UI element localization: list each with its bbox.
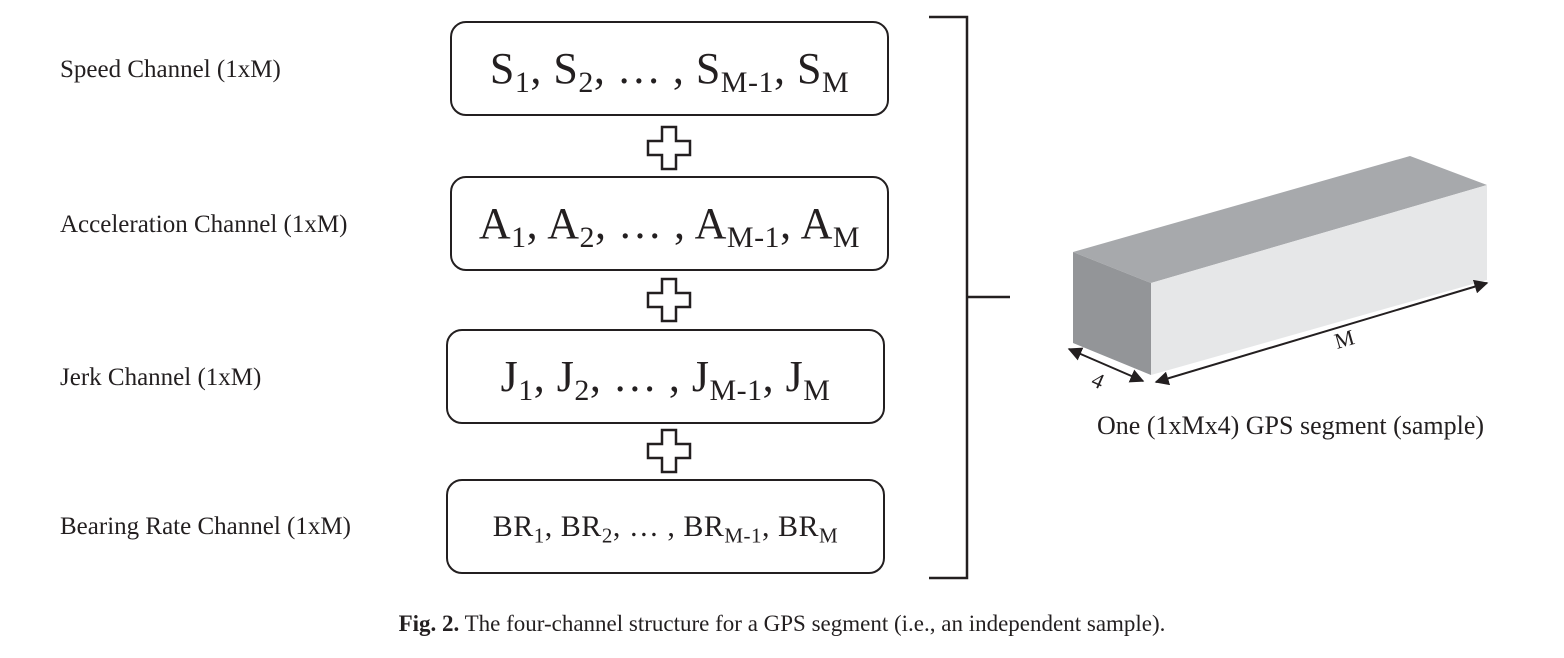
sequence-term: BR2 [560,509,613,547]
sequence-term: BR1 [492,509,545,547]
term-subscript: M [819,522,839,547]
acceleration-channel-box: A1, A2, … , AM-1, AM [450,176,889,271]
speed-sequence: S1, S2, … , SM-1, SM [489,44,850,99]
acceleration-channel-label: Acceleration Channel (1xM) [60,211,348,238]
term-subscript: 2 [579,221,596,254]
caption-text: The four-channel structure for a GPS seg… [459,611,1166,636]
sequence-term: SM [796,44,850,99]
term-subscript: M [821,66,850,99]
figure-caption: Fig. 2. The four-channel structure for a… [0,611,1564,637]
term-subscript: M-1 [720,66,774,99]
sample-label: One (1xMx4) GPS segment (sample) [1097,411,1485,440]
sequence-term: BRM [778,509,839,547]
term-subscript: M-1 [709,374,763,407]
ellipsis: … , [612,352,692,401]
sequence-term: AM [800,199,861,254]
term-subscript: 1 [518,374,534,407]
block-top-face [1073,156,1487,283]
speed-channel-box: S1, S2, … , SM-1, SM [450,21,889,116]
term-subscript: M-1 [724,522,763,547]
term-subscript: 1 [511,221,527,254]
gps-segment-block [1073,156,1487,375]
block-end-face [1073,252,1151,375]
sequence-term: JM-1 [691,352,763,407]
sequence-term: S1 [489,44,531,99]
ellipsis: … , [628,509,684,543]
grouping-bracket [929,15,1010,580]
caption-prefix: Fig. 2. [398,611,460,636]
width-dimension-arrow [1067,347,1145,383]
term-subscript: 2 [578,66,594,99]
sequence-term: J2 [556,352,590,407]
speed-channel-label: Speed Channel (1xM) [60,56,281,83]
bearing-rate-sequence: BR1, BR2, … , BRM-1, BRM [492,509,839,547]
sequence-term: S2 [553,44,594,99]
term-subscript: 1 [533,522,545,547]
term-subscript: 2 [601,522,613,547]
acceleration-sequence: A1, A2, … , AM-1, AM [478,199,861,254]
bearing-rate-channel-label: Bearing Rate Channel (1xM) [60,513,351,540]
sequence-term: BRM-1 [683,509,763,547]
term-subscript: M [832,221,861,254]
width-dimension-label: 4 [1088,367,1108,394]
term-subscript: 1 [514,66,531,99]
sequence-term: JM [785,352,831,407]
length-dimension-arrow [1154,279,1489,386]
bearing-rate-channel-box: BR1, BR2, … , BRM-1, BRM [446,479,885,574]
plus-icon [646,277,692,323]
term-subscript: M [803,374,831,407]
plus-icon [646,125,692,171]
term-subscript: M-1 [726,221,781,254]
ellipsis: … , [618,199,695,248]
sequence-term: J1 [500,352,534,407]
sequence-term: A2 [547,199,596,254]
sequence-term: AM-1 [694,199,781,254]
jerk-channel-label: Jerk Channel (1xM) [60,364,262,391]
ellipsis: … , [616,44,696,93]
jerk-channel-box: J1, J2, … , JM-1, JM [446,329,885,424]
term-subscript: 2 [574,374,590,407]
jerk-sequence: J1, J2, … , JM-1, JM [500,352,831,407]
plus-icon [646,428,692,474]
sequence-term: SM-1 [695,44,774,99]
length-dimension-label: M [1331,324,1357,353]
sequence-term: A1 [478,199,527,254]
